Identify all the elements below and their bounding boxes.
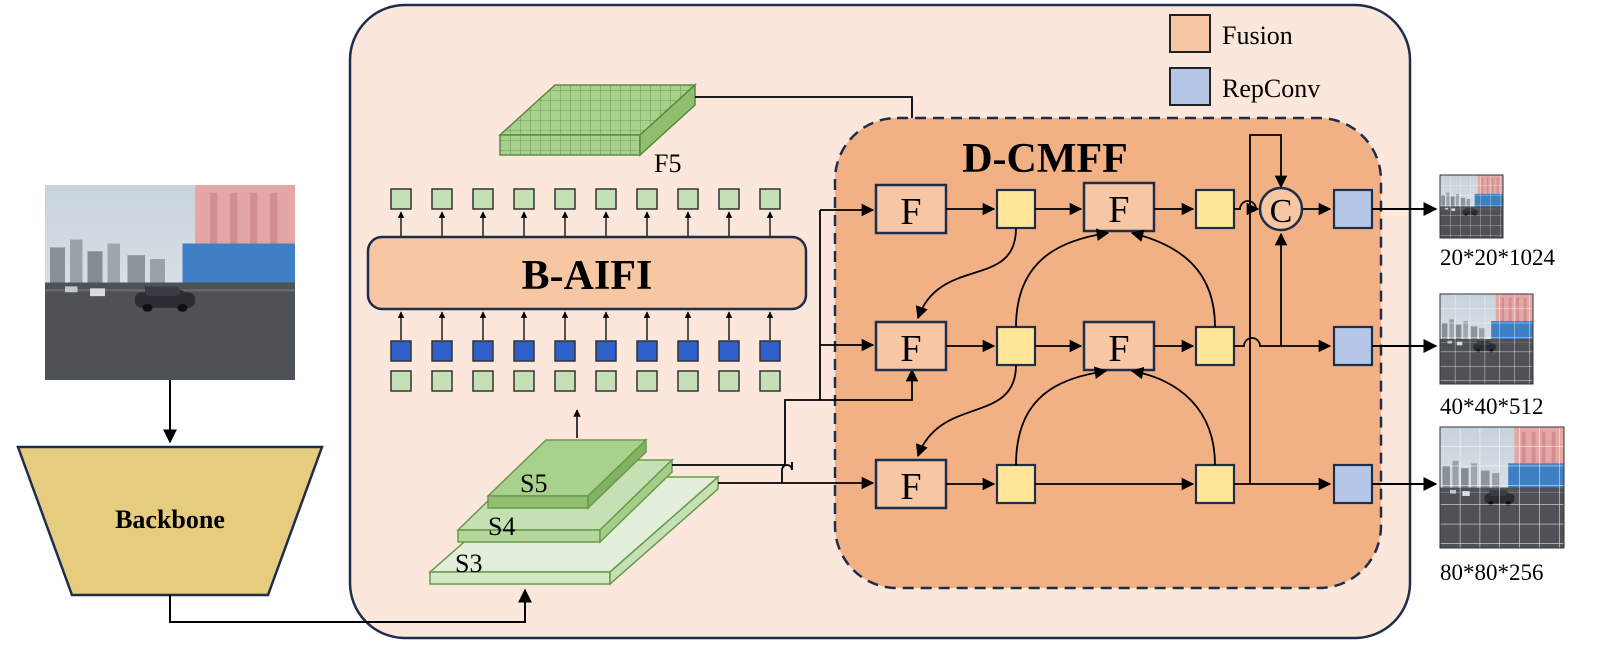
svg-text:F: F [1108, 189, 1129, 231]
feature-pyramid [428, 438, 720, 586]
f5-label: F5 [654, 149, 681, 178]
position-embedding-tokens [390, 340, 781, 362]
fusion-block: F [1082, 320, 1156, 372]
legend-fusion-label: Fusion [1222, 21, 1293, 50]
fusion-block: F [874, 458, 948, 510]
legend-fusion-swatch [1169, 14, 1211, 53]
f5-feature-map [498, 83, 697, 157]
output-size-label: 80*80*256 [1440, 560, 1544, 585]
backbone-label: Backbone [115, 505, 225, 534]
output-image [1439, 426, 1565, 549]
legend-repconv-label: RepConv [1222, 74, 1320, 103]
s3-label: S3 [455, 549, 482, 578]
output-tokens [390, 188, 781, 210]
fusion-block: F [1082, 181, 1156, 233]
svg-text:F: F [900, 328, 921, 370]
output-image [1439, 174, 1504, 239]
concat-node: C [1258, 186, 1304, 232]
backbone-block [16, 445, 324, 597]
d-cmff-title: D-CMFF [962, 136, 1128, 182]
svg-text:F: F [1108, 328, 1129, 370]
legend: Fusion RepConv [1169, 14, 1320, 106]
s5-label: S5 [520, 469, 547, 498]
svg-text:F: F [900, 466, 921, 508]
b-aifi-label: B-AIFI [522, 253, 653, 299]
output-size-label: 40*40*512 [1440, 394, 1544, 419]
output-image [1439, 293, 1534, 385]
s4-label: S4 [488, 512, 515, 541]
conv-block [995, 188, 1236, 505]
svg-text:C: C [1270, 193, 1293, 230]
fusion-block: F [874, 183, 948, 235]
input-tokens [390, 370, 781, 392]
input-image [45, 185, 295, 380]
b-aifi-block [366, 235, 808, 311]
legend-repconv-swatch [1169, 67, 1211, 106]
fusion-block: F [874, 320, 948, 372]
svg-text:F: F [900, 191, 921, 233]
output-size-label: 20*20*1024 [1440, 245, 1556, 270]
